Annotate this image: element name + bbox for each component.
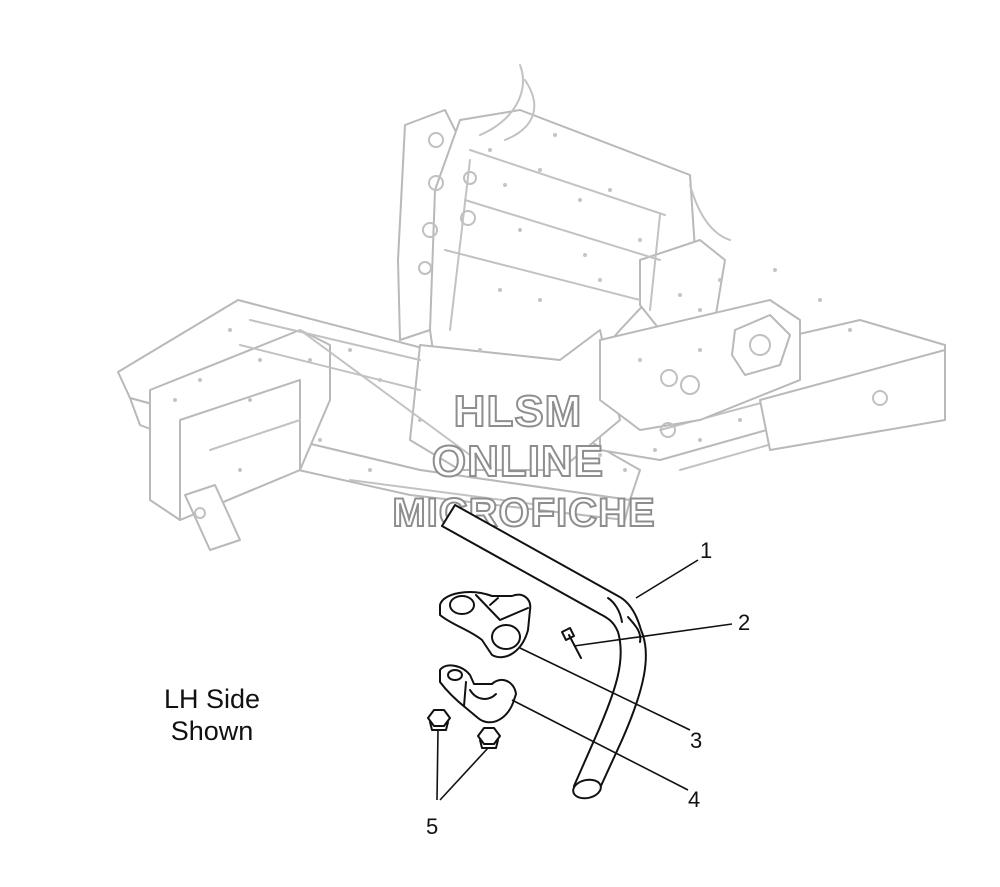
callout-2: 2 [738, 610, 750, 635]
part-upper-clamp [439, 591, 532, 659]
part-lower-clamp [439, 664, 517, 724]
leader-5b [439, 747, 489, 801]
watermark-line-1: HLSM [454, 387, 583, 436]
leader-2 [573, 623, 733, 647]
callout-3: 3 [690, 728, 702, 753]
side-note: LH Side Shown [164, 684, 260, 746]
part-handle-tube [441, 504, 647, 800]
leader-3 [519, 647, 691, 731]
callout-5: 5 [426, 814, 438, 839]
callout-1: 1 [700, 538, 712, 563]
callouts: 1 2 3 4 5 [426, 538, 750, 839]
watermark-line-3: MICROFICHE [392, 491, 655, 535]
callout-4: 4 [688, 787, 700, 812]
leader-5a [436, 729, 439, 801]
watermark-line-2: ONLINE [432, 437, 604, 486]
vehicle-frame-illustration [117, 64, 946, 551]
leader-lines [436, 559, 733, 801]
part-pin [561, 627, 582, 659]
side-note-line-2: Shown [171, 716, 254, 746]
watermark: HLSM ONLINE MICROFICHE [391, 386, 655, 536]
leader-4 [511, 699, 689, 791]
leader-1 [635, 559, 699, 599]
part-nut-right [477, 727, 501, 749]
side-note-line-1: LH Side [164, 684, 260, 714]
part-nut-left [427, 709, 451, 731]
